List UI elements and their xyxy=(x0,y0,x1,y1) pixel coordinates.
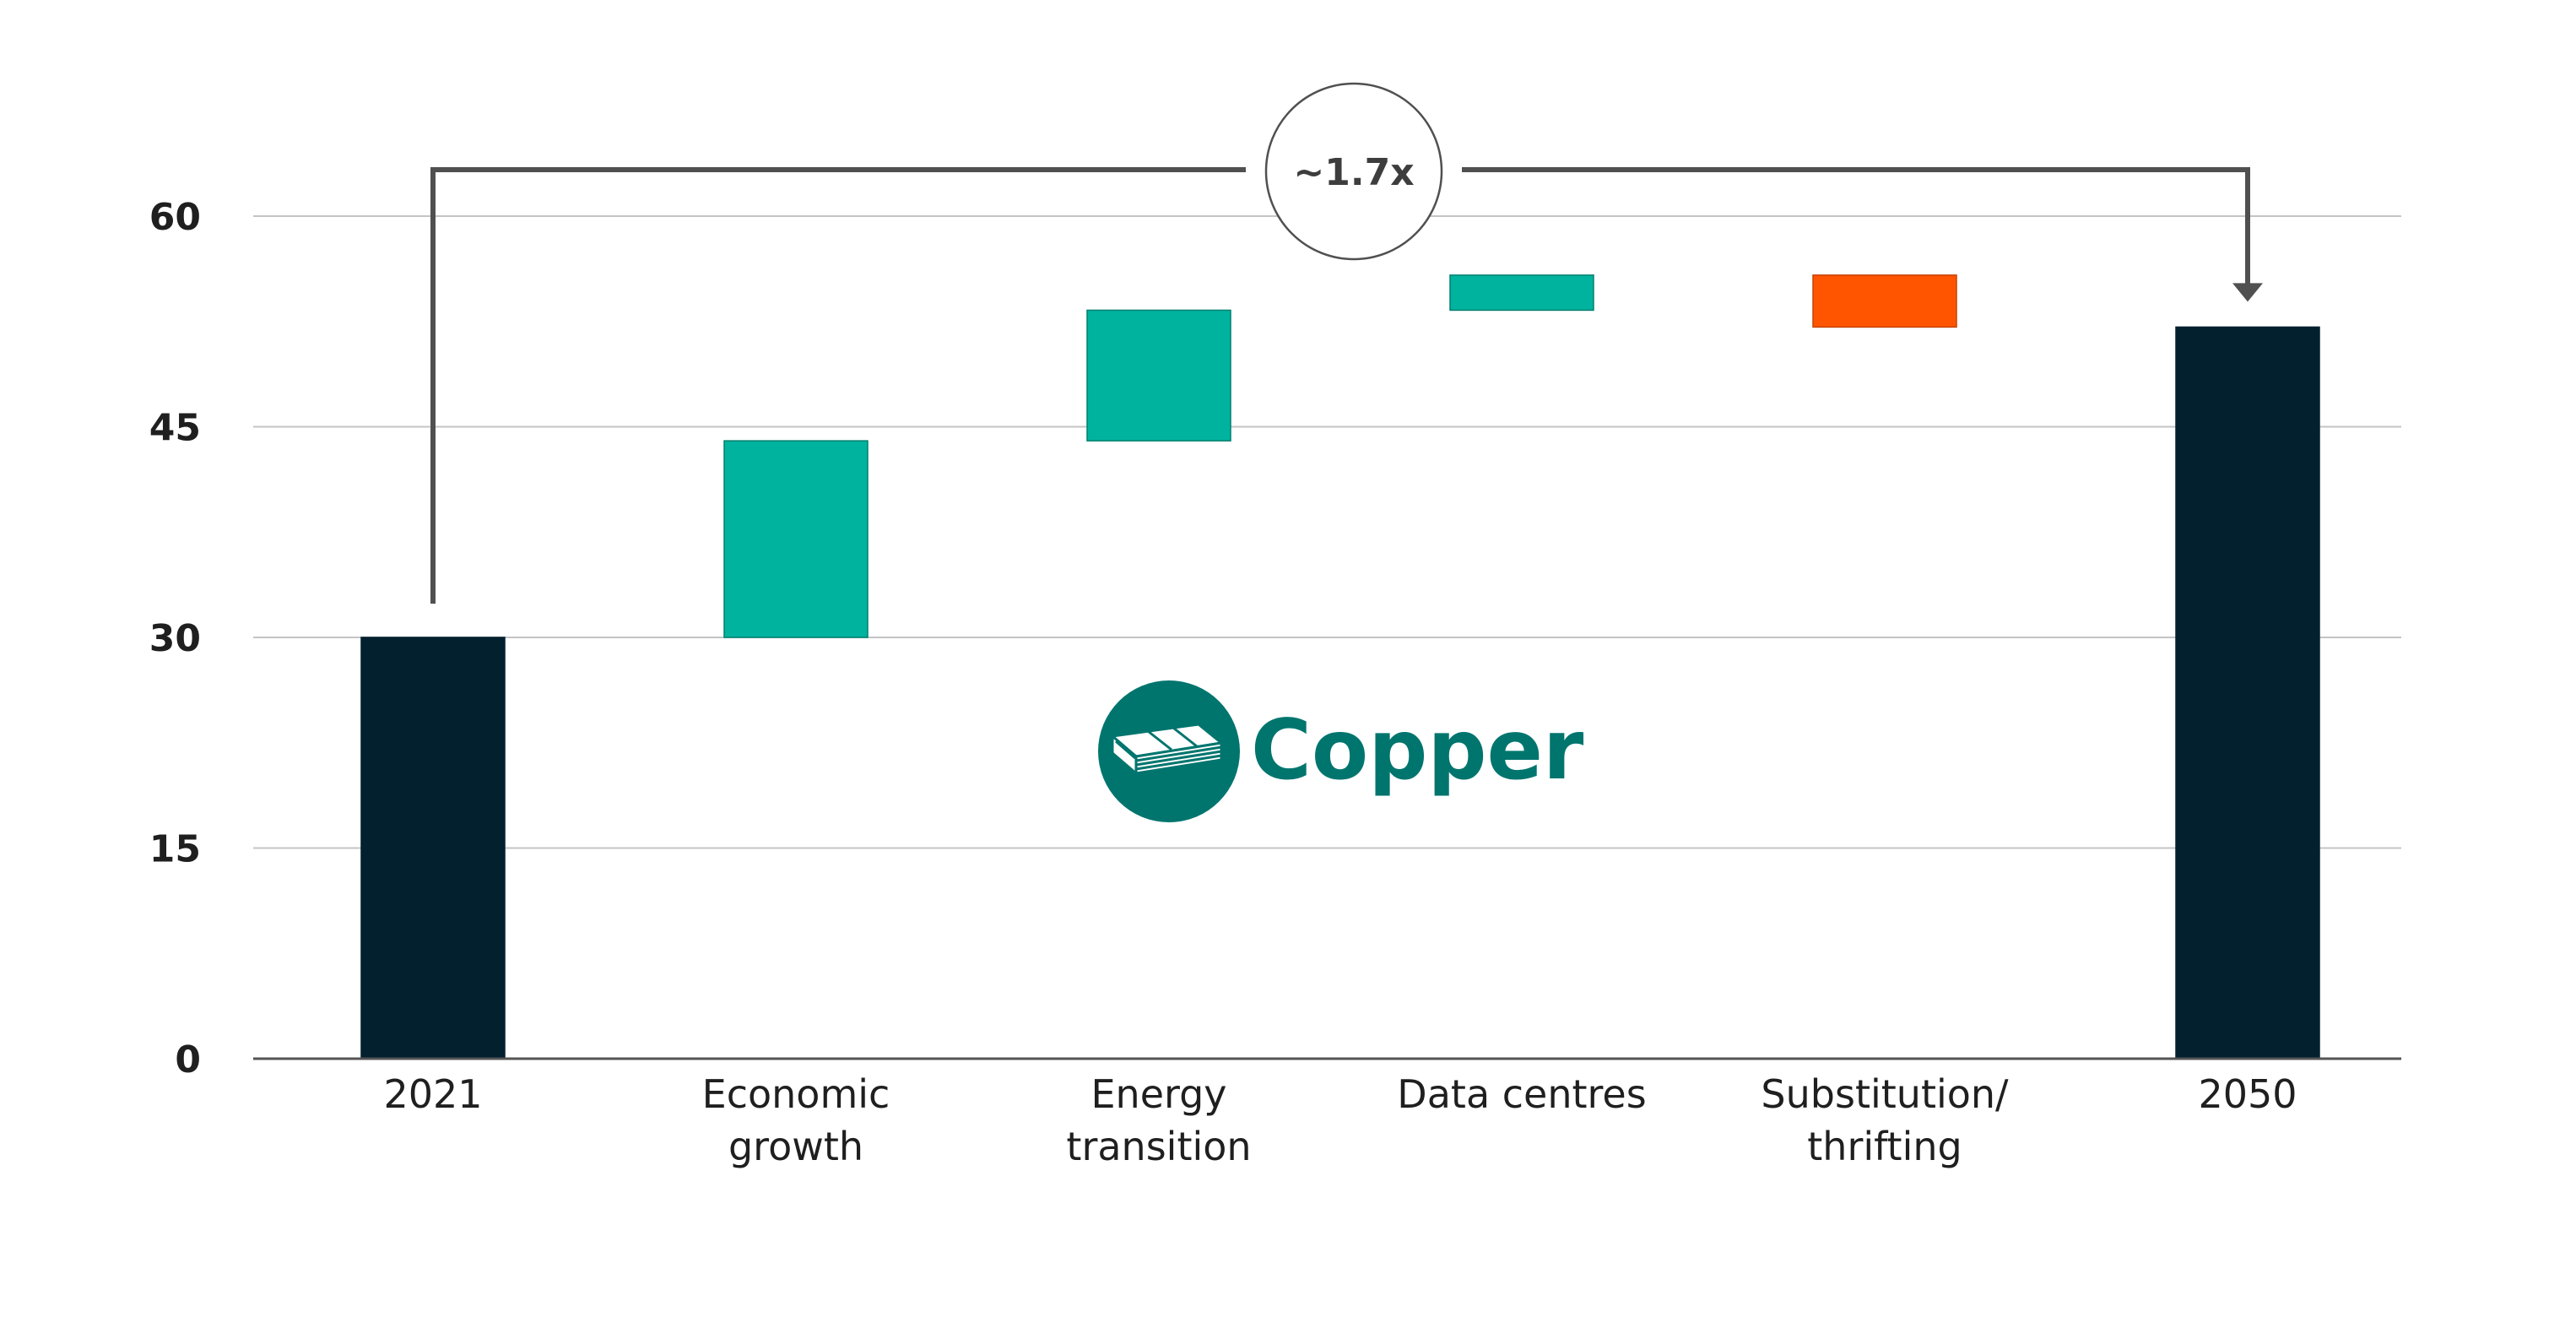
x-tick-label: Substitution/thrifting xyxy=(1761,1071,2009,1169)
x-tick-label: 2021 xyxy=(383,1071,482,1117)
annotation-circle xyxy=(1264,82,1443,261)
bracket-left xyxy=(430,167,1246,604)
x-tick-label-line: Energy xyxy=(1090,1071,1226,1117)
axis-layer: 0 15 30 45 60 2021 Economic growth Energy transit… xyxy=(149,196,2401,1169)
x-tick-label-line: transition xyxy=(1066,1124,1251,1169)
bar-total xyxy=(2175,326,2320,1060)
x-tick-label: 2050 xyxy=(2198,1071,2297,1117)
x-tick-label-line: 2021 xyxy=(383,1071,482,1117)
x-tick-label-line: thrifting xyxy=(1807,1124,1962,1169)
x-tick-label-line: Substitution/ xyxy=(1761,1071,2009,1117)
bar-increase xyxy=(723,440,869,638)
arrowhead xyxy=(2232,283,2263,302)
bracket-right xyxy=(1462,167,2250,287)
x-tick-label-line: Data centres xyxy=(1397,1071,1646,1117)
y-tick-label: 0 xyxy=(175,1038,201,1081)
copper-sheets-icon xyxy=(1109,723,1225,777)
annotation-label: ~1.7x xyxy=(1293,151,1414,194)
y-tick-label: 30 xyxy=(149,617,201,660)
y-tick-label: 15 xyxy=(149,828,201,871)
x-tick-label-line: growth xyxy=(728,1124,863,1169)
bars-layer xyxy=(360,274,2320,1060)
y-tick-label: 60 xyxy=(149,196,201,239)
bar-increase xyxy=(1449,274,1594,312)
x-tick-label-line: 2050 xyxy=(2198,1071,2297,1117)
bar-total xyxy=(360,637,506,1060)
bar-increase xyxy=(1086,309,1231,442)
logo-text: Copper xyxy=(1251,702,1584,799)
bar-decrease xyxy=(1812,274,1957,328)
growth-annotation: ~1.7x xyxy=(430,82,2263,604)
y-tick-label: 45 xyxy=(149,407,201,450)
copper-logo: Copper xyxy=(1098,680,1584,822)
x-tick-label: Data centres xyxy=(1397,1071,1646,1117)
x-tick-label-line: Economic xyxy=(702,1071,890,1117)
x-tick-label: Energy transition xyxy=(1066,1071,1251,1169)
x-tick-label: Economic growth xyxy=(702,1071,890,1169)
